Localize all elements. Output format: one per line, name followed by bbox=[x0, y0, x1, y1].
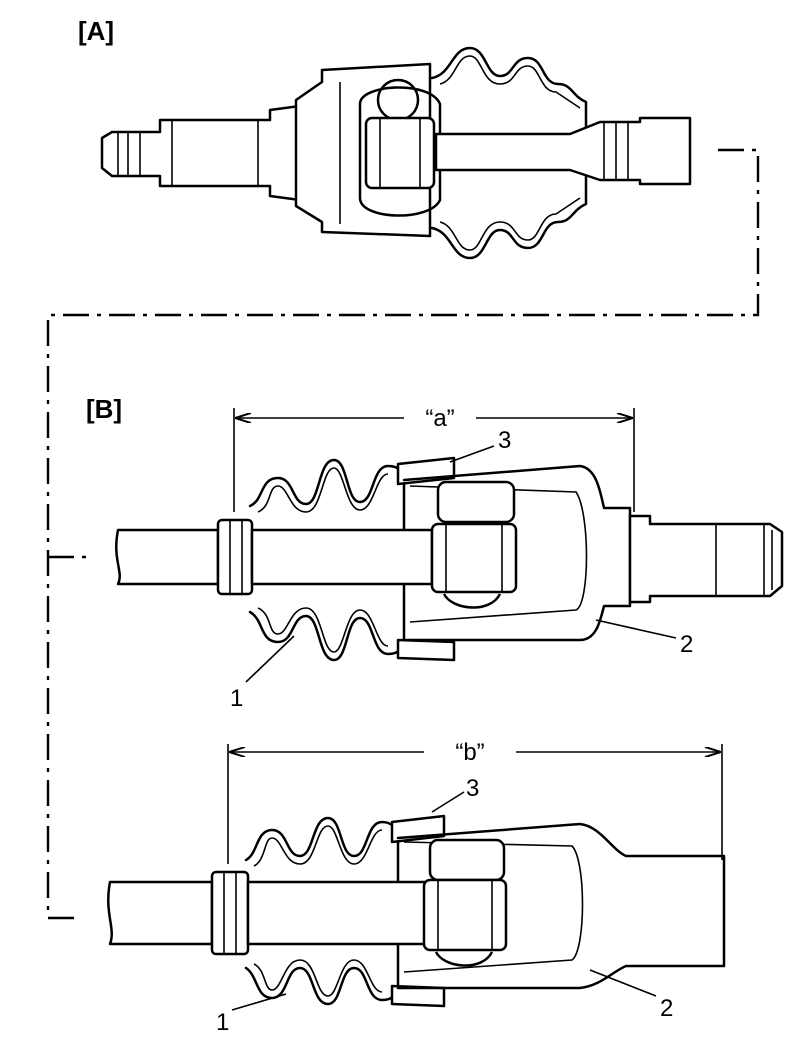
callout-leader-2-top bbox=[595, 619, 677, 639]
outer-housing-b2 bbox=[396, 822, 726, 990]
tripod-roller-b1 bbox=[436, 480, 516, 524]
tripod-hub-b1 bbox=[430, 522, 518, 594]
joint-assembly-a bbox=[100, 46, 692, 260]
callout-leader-2-bottom bbox=[589, 969, 657, 997]
clamp-b1-lower bbox=[396, 638, 456, 662]
stub-shaft-b1 bbox=[628, 514, 784, 604]
section-a-label: [A] bbox=[78, 16, 114, 46]
stub-shaft-a bbox=[100, 104, 302, 202]
callout-3-top: 3 bbox=[498, 427, 511, 454]
callout-1-top: 1 bbox=[230, 685, 243, 712]
boot-collar-b2 bbox=[210, 870, 250, 956]
boot-collar-b1 bbox=[216, 518, 254, 596]
section-b-label: [B] bbox=[86, 394, 122, 424]
callout-leader-1-bottom bbox=[231, 993, 287, 1011]
inner-shaft-b2 bbox=[246, 880, 430, 946]
callout-2-top: 2 bbox=[680, 631, 693, 658]
callout-3-bottom: 3 bbox=[466, 775, 479, 802]
inner-race-a bbox=[364, 116, 436, 190]
callout-leader-3-bottom bbox=[431, 791, 465, 813]
shaft-b1 bbox=[115, 528, 220, 586]
tripod-hub-b2 bbox=[422, 878, 508, 952]
tripod-roller-b2 bbox=[428, 838, 506, 882]
callout-leader-3-top bbox=[449, 445, 495, 463]
dimension-a-label: “a” bbox=[425, 405, 454, 432]
joint-assembly-b-extended bbox=[107, 814, 726, 1008]
callout-1-bottom: 1 bbox=[216, 1009, 229, 1036]
shaft-b2 bbox=[107, 880, 214, 946]
cage-ball-a bbox=[376, 78, 420, 122]
callout-leader-1-top bbox=[245, 635, 295, 683]
dash-dot-connector-line bbox=[46, 148, 760, 920]
center-shaft-a bbox=[434, 116, 692, 186]
dimension-b-label: “b” bbox=[455, 739, 484, 766]
joint-assembly-b-compressed bbox=[115, 456, 784, 662]
callout-2-bottom: 2 bbox=[660, 995, 673, 1022]
inner-shaft-b1 bbox=[250, 528, 434, 586]
